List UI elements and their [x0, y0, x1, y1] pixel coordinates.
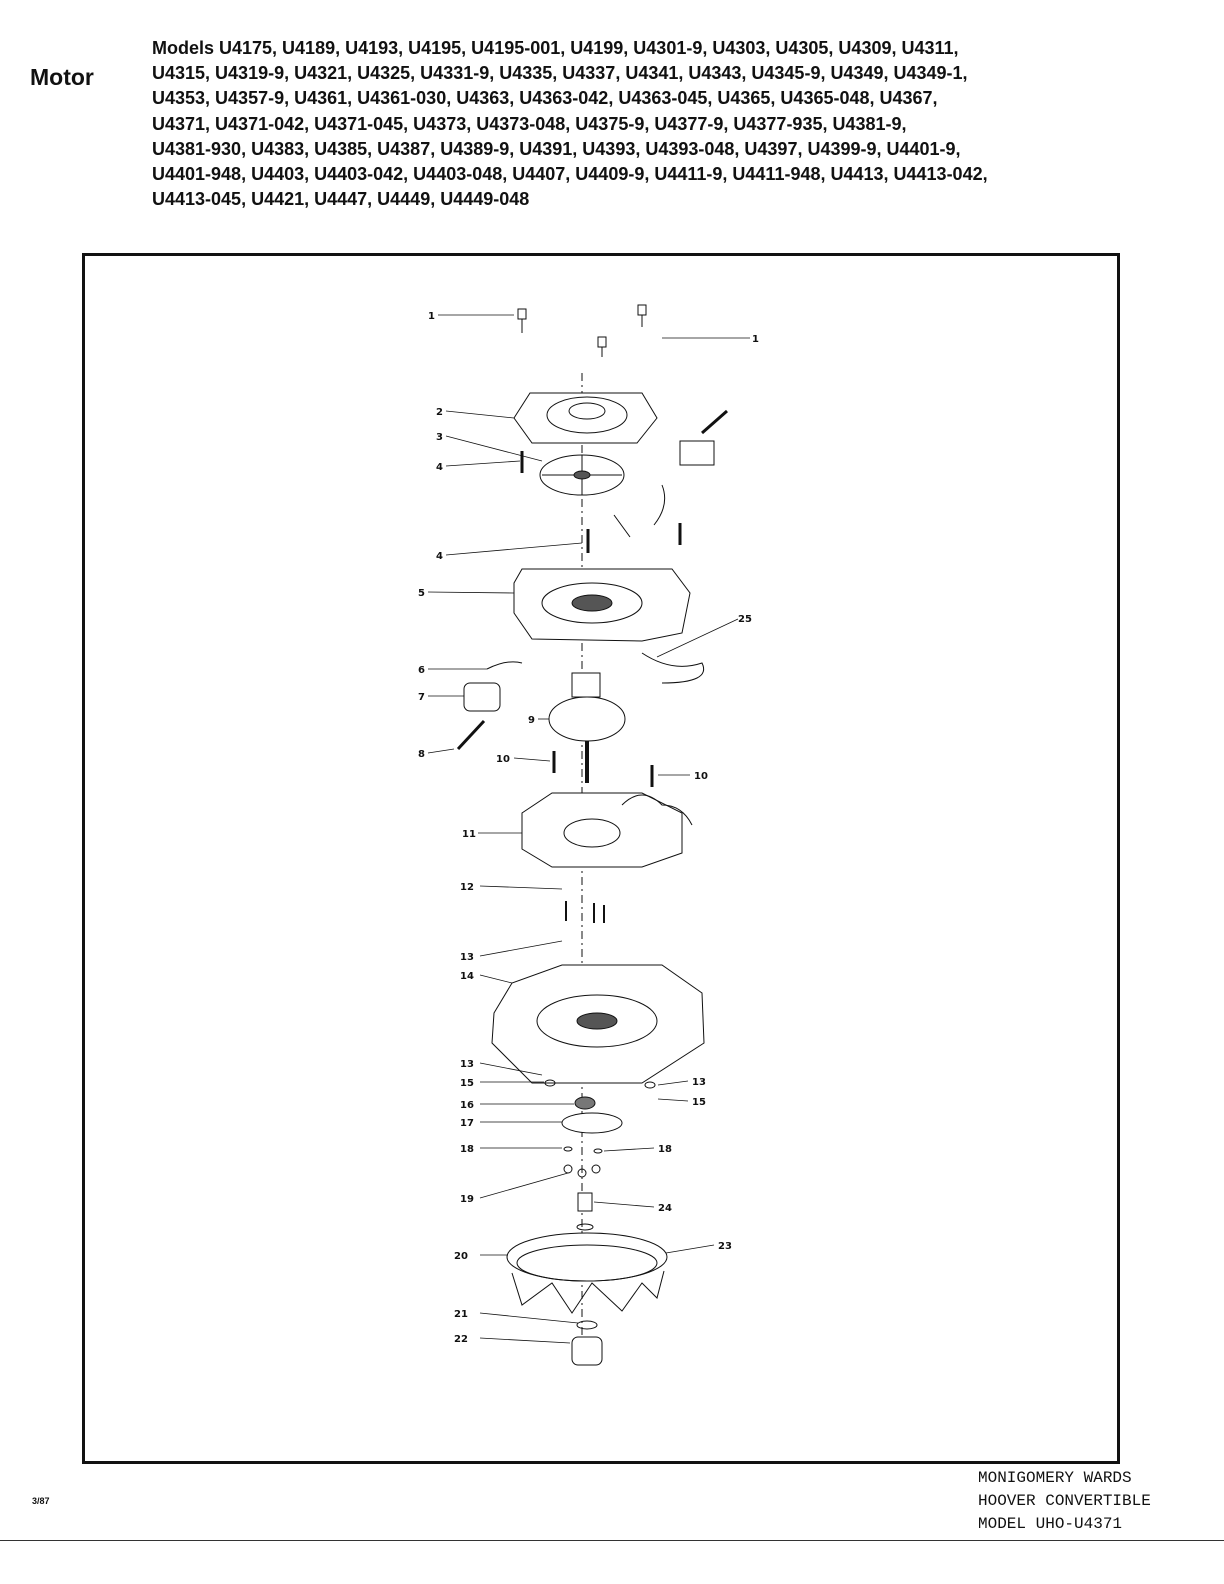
lead-wire — [641, 652, 705, 684]
footer-model-info: MONIGOMERY WARDS HOOVER CONVERTIBLE MODE… — [978, 1467, 1151, 1536]
models-list: Models U4175, U4189, U4193, U4195, U4195… — [152, 36, 1202, 212]
callout: 18 — [658, 1144, 672, 1155]
models-line: Models U4175, U4189, U4193, U4195, U4195… — [152, 38, 959, 58]
callout: 18 — [460, 1144, 474, 1155]
small-fan — [539, 454, 625, 496]
callout: 5 — [418, 588, 425, 599]
brush-holder — [613, 409, 728, 545]
callout: 13 — [692, 1077, 706, 1088]
callout: 21 — [454, 1309, 468, 1320]
bearing-plate — [561, 1112, 623, 1134]
print-date: 3/87 — [32, 1496, 50, 1506]
callout: 1 — [752, 334, 759, 345]
callout: 4 — [436, 551, 443, 562]
models-line: U4413-045, U4421, U4447, U4449, U4449-04… — [152, 189, 530, 210]
footer-line: HOOVER CONVERTIBLE — [978, 1492, 1151, 1510]
bottom-rule — [0, 1540, 1224, 1541]
callout: 17 — [460, 1118, 474, 1129]
footer-line: MONIGOMERY WARDS — [978, 1469, 1132, 1487]
exploded-motor-diagram: 1 1 2 3 4 4 5 25 6 7 9 8 10 10 11 12 13 … — [418, 304, 759, 1366]
callout: 16 — [460, 1100, 474, 1111]
callout: 4 — [436, 462, 443, 473]
models-line: U4401-948, U4403, U4403-042, U4403-048, … — [152, 164, 988, 185]
callout: 11 — [462, 829, 476, 840]
models-line: U4353, U4357-9, U4361, U4361-030, U4363,… — [152, 88, 938, 109]
screw-1-left — [517, 308, 527, 333]
upper-motor-housing — [513, 568, 691, 642]
bearing — [574, 1096, 596, 1110]
callout: 15 — [692, 1097, 706, 1108]
bushing — [571, 1336, 603, 1366]
callout: 23 — [718, 1241, 732, 1252]
spacer — [577, 1192, 593, 1212]
field-coil — [521, 792, 693, 868]
callout: 6 — [418, 665, 425, 676]
lower-motor-housing — [491, 964, 705, 1084]
models-line: U4315, U4319-9, U4321, U4325, U4331-9, U… — [152, 63, 968, 84]
callout: 24 — [658, 1203, 672, 1214]
callout: 13 — [460, 1059, 474, 1070]
callout: 15 — [460, 1078, 474, 1089]
callout: 13 — [460, 952, 474, 963]
screw-1-right — [597, 304, 647, 357]
callout: 9 — [528, 715, 535, 726]
callout: 7 — [418, 692, 425, 703]
callout: 10 — [694, 771, 708, 782]
callout: 20 — [454, 1251, 468, 1262]
section-title: Motor — [30, 64, 94, 90]
callout: 22 — [454, 1334, 468, 1345]
models-line: U4371, U4371-042, U4371-045, U4373, U437… — [152, 113, 907, 134]
callout: 3 — [436, 432, 443, 443]
armature — [548, 672, 626, 783]
diagram-frame — [82, 253, 1120, 1464]
callout: 12 — [460, 882, 474, 893]
motor-end-plate — [513, 392, 658, 444]
footer-line: MODEL UHO-U4371 — [978, 1515, 1123, 1533]
models-line: U4381-930, U4383, U4385, U4387, U4389-9,… — [152, 138, 961, 159]
callout: 14 — [460, 971, 474, 982]
callout: 2 — [436, 407, 443, 418]
callout: 1 — [428, 311, 435, 322]
callout: 19 — [460, 1194, 474, 1205]
large-fan — [506, 1232, 668, 1314]
callout: 8 — [418, 749, 425, 760]
carbon-brush-assembly — [456, 661, 523, 751]
callout: 10 — [496, 754, 510, 765]
callout: 25 — [738, 614, 752, 625]
